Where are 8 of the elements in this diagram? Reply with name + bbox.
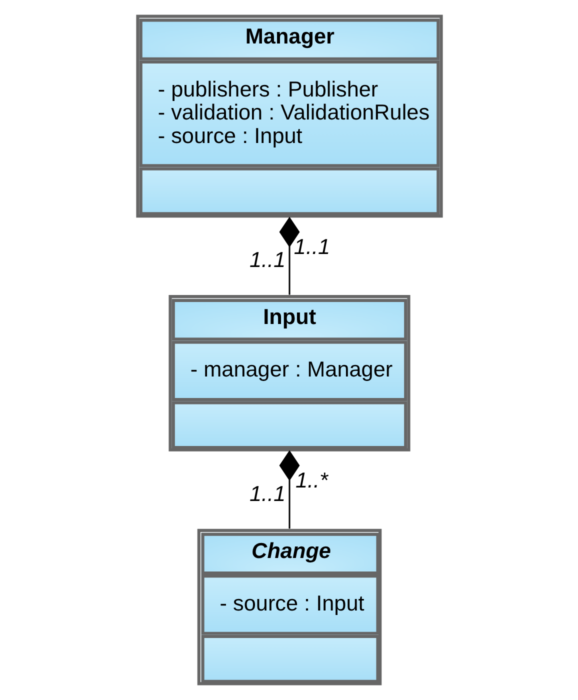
label: 1..1 [248,247,286,272]
label: 1..1 [248,481,286,506]
connector [278,216,300,295]
label: 1..1 [293,234,330,259]
node-box: Manager - publishers : Publisher - validation : ValidationRules - source : Input [136,14,442,218]
connector [278,450,300,529]
node-box: Change - source : Input [196,528,382,686]
label: 1..* [294,467,328,492]
